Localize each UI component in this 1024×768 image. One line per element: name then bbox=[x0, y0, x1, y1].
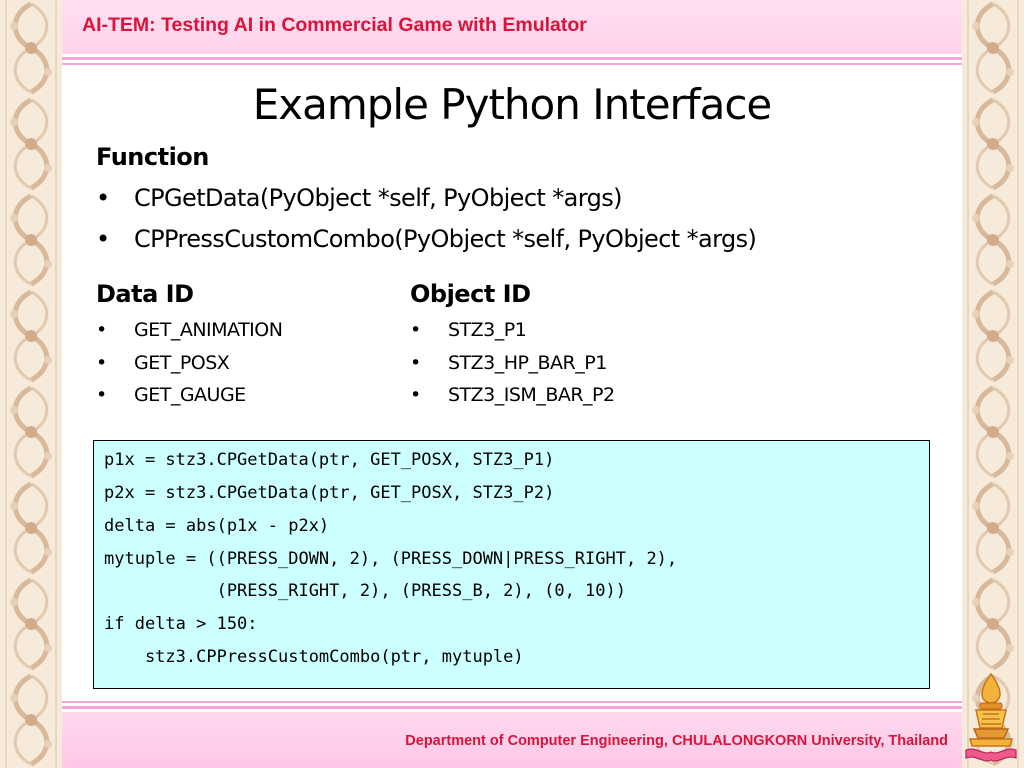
function-item-text: CPGetData(PyObject *self, PyObject *args… bbox=[134, 184, 623, 212]
code-block: p1x = stz3.CPGetData(ptr, GET_POSX, STZ3… bbox=[93, 440, 930, 689]
university-crest-icon bbox=[964, 672, 1018, 764]
bullet-icon: • bbox=[410, 319, 421, 341]
decorative-border-left bbox=[0, 0, 62, 768]
header-title: AI-TEM: Testing AI in Commercial Game wi… bbox=[82, 14, 587, 36]
list-item: •STZ3_P1 bbox=[410, 314, 615, 347]
list-item: •GET_ANIMATION bbox=[96, 314, 283, 347]
code-line: stz3.CPPressCustomCombo(ptr, mytuple) bbox=[104, 647, 524, 667]
footer-rule-thin bbox=[62, 701, 962, 703]
object-id-list: •STZ3_P1 •STZ3_HP_BAR_P1 •STZ3_ISM_BAR_P… bbox=[410, 314, 615, 412]
slide-title: Example Python Interface bbox=[252, 80, 773, 129]
function-item-1: • CPGetData(PyObject *self, PyObject *arg… bbox=[96, 184, 623, 212]
object-id-heading: Object ID bbox=[410, 280, 531, 308]
function-heading: Function bbox=[96, 143, 209, 171]
bullet-icon: • bbox=[96, 384, 107, 406]
code-line: delta = abs(p1x - p2x) bbox=[104, 516, 330, 536]
decorative-border-right bbox=[962, 0, 1024, 768]
data-id-heading: Data ID bbox=[96, 280, 194, 308]
code-line: mytuple = ((PRESS_DOWN, 2), (PRESS_DOWN|… bbox=[104, 549, 678, 569]
list-item: •STZ3_ISM_BAR_P2 bbox=[410, 379, 615, 412]
code-line: if delta > 150: bbox=[104, 614, 258, 634]
bullet-icon: • bbox=[96, 225, 110, 253]
function-item-text: CPPressCustomCombo(PyObject *self, PyObj… bbox=[134, 225, 757, 253]
list-item: •GET_GAUGE bbox=[96, 379, 282, 412]
footer-rule bbox=[62, 706, 962, 709]
code-line: (PRESS_RIGHT, 2), (PRESS_B, 2), (0, 10)) bbox=[104, 581, 626, 601]
list-item: •GET_POSX bbox=[96, 347, 282, 380]
bullet-icon: • bbox=[96, 351, 107, 374]
header-rule bbox=[62, 57, 962, 60]
function-item-2: • CPPressCustomCombo(PyObject *self, PyOb… bbox=[96, 225, 757, 253]
code-line: p1x = stz3.CPGetData(ptr, GET_POSX, STZ3… bbox=[104, 450, 555, 470]
bullet-icon: • bbox=[96, 319, 107, 341]
bullet-icon: • bbox=[96, 184, 110, 212]
header-rule-thin bbox=[62, 63, 962, 65]
bullet-icon: • bbox=[410, 351, 421, 374]
footer-band: Department of Computer Engineering, CHUL… bbox=[62, 712, 962, 768]
bullet-icon: • bbox=[410, 384, 421, 406]
code-line: p2x = stz3.CPGetData(ptr, GET_POSX, STZ3… bbox=[104, 483, 555, 503]
data-id-list: •GET_ANIMATION •GET_POSX •GET_GAUGE bbox=[96, 314, 283, 412]
list-item: •STZ3_HP_BAR_P1 bbox=[410, 347, 615, 380]
footer-text: Department of Computer Engineering, CHUL… bbox=[405, 733, 948, 749]
header-band: AI-TEM: Testing AI in Commercial Game wi… bbox=[62, 0, 962, 54]
